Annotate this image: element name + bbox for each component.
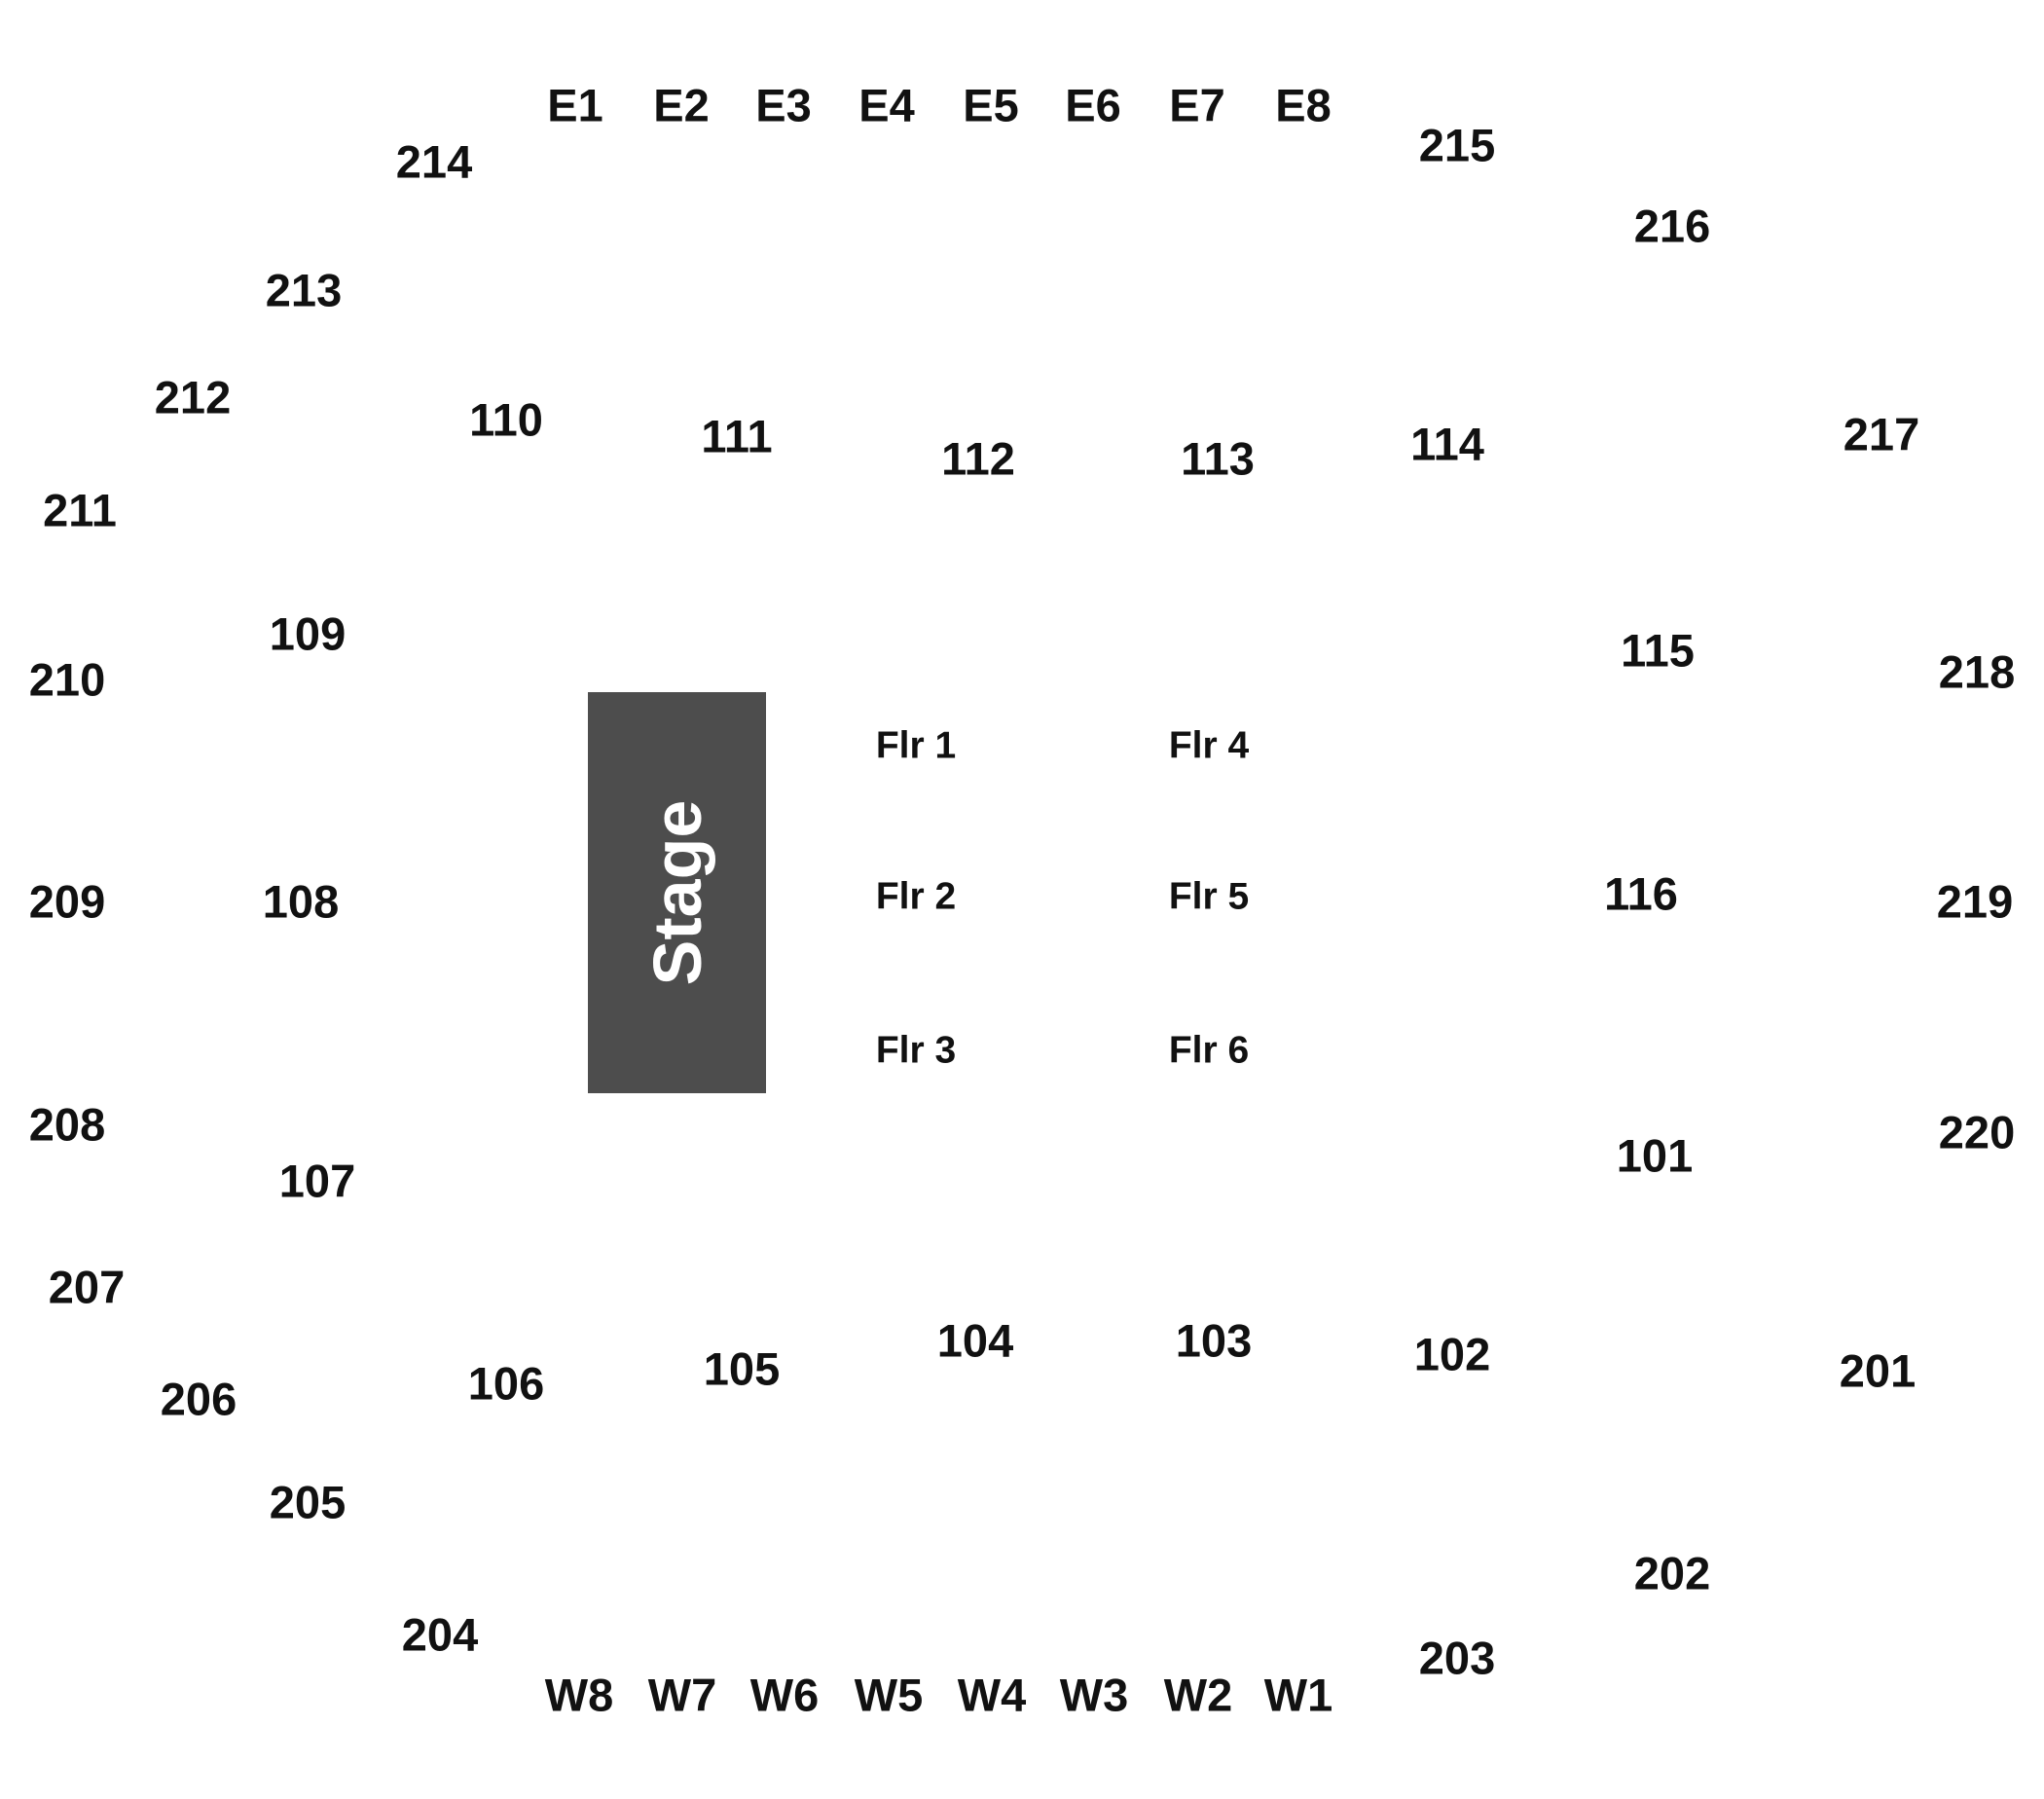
section-110[interactable]: 110: [469, 393, 543, 446]
section-112[interactable]: 112: [941, 432, 1015, 485]
section-217[interactable]: 217: [1843, 408, 1920, 460]
section-w8[interactable]: W8: [544, 1669, 614, 1721]
section-210[interactable]: 210: [28, 653, 106, 706]
section-214[interactable]: 214: [395, 135, 473, 188]
section-e7[interactable]: E7: [1169, 79, 1225, 131]
section-e1[interactable]: E1: [547, 79, 603, 131]
section-219[interactable]: 219: [1936, 875, 2014, 928]
section-w3[interactable]: W3: [1059, 1669, 1129, 1721]
section-w4[interactable]: W4: [957, 1669, 1027, 1721]
section-103[interactable]: 103: [1175, 1314, 1253, 1367]
section-215[interactable]: 215: [1418, 119, 1496, 171]
section-213[interactable]: 213: [265, 264, 343, 316]
section-101[interactable]: 101: [1616, 1129, 1694, 1182]
section-220[interactable]: 220: [1938, 1106, 2016, 1158]
section-w5[interactable]: W5: [854, 1669, 924, 1721]
section-202[interactable]: 202: [1633, 1547, 1711, 1599]
section-203[interactable]: 203: [1418, 1632, 1496, 1684]
section-e5[interactable]: E5: [963, 79, 1019, 131]
section-216[interactable]: 216: [1633, 200, 1711, 252]
section-e8[interactable]: E8: [1275, 79, 1332, 131]
section-w2[interactable]: W2: [1163, 1669, 1233, 1721]
section-114[interactable]: 114: [1410, 418, 1484, 470]
floor-section-1[interactable]: Flr 1: [875, 724, 957, 767]
section-w1[interactable]: W1: [1263, 1669, 1333, 1721]
section-105[interactable]: 105: [703, 1342, 781, 1395]
floor-section-4[interactable]: Flr 4: [1168, 724, 1250, 767]
stage-label: Stage: [639, 799, 715, 986]
section-e6[interactable]: E6: [1065, 79, 1121, 131]
section-102[interactable]: 102: [1413, 1328, 1491, 1380]
section-109[interactable]: 109: [269, 607, 347, 660]
section-e4[interactable]: E4: [858, 79, 915, 131]
section-w7[interactable]: W7: [647, 1669, 717, 1721]
section-204[interactable]: 204: [401, 1608, 479, 1661]
floor-section-2[interactable]: Flr 2: [875, 875, 957, 918]
section-212[interactable]: 212: [154, 371, 232, 423]
section-207[interactable]: 207: [48, 1261, 126, 1313]
floor-section-3[interactable]: Flr 3: [875, 1029, 957, 1072]
section-201[interactable]: 201: [1839, 1344, 1916, 1397]
section-e3[interactable]: E3: [755, 79, 812, 131]
section-209[interactable]: 209: [28, 875, 106, 928]
section-106[interactable]: 106: [467, 1357, 545, 1410]
floor-section-6[interactable]: Flr 6: [1168, 1029, 1250, 1072]
section-e2[interactable]: E2: [653, 79, 710, 131]
section-218[interactable]: 218: [1938, 645, 2016, 698]
floor-section-5[interactable]: Flr 5: [1168, 875, 1250, 918]
section-111[interactable]: 111: [701, 410, 773, 462]
section-108[interactable]: 108: [262, 875, 340, 928]
section-107[interactable]: 107: [278, 1155, 356, 1207]
stage[interactable]: Stage: [588, 692, 766, 1093]
section-208[interactable]: 208: [28, 1098, 106, 1151]
section-113[interactable]: 113: [1181, 432, 1255, 485]
section-116[interactable]: 116: [1604, 867, 1678, 920]
section-206[interactable]: 206: [160, 1373, 237, 1425]
section-211[interactable]: 211: [43, 484, 117, 536]
section-104[interactable]: 104: [936, 1314, 1014, 1367]
section-205[interactable]: 205: [269, 1476, 347, 1528]
section-w6[interactable]: W6: [749, 1669, 820, 1721]
section-115[interactable]: 115: [1621, 624, 1695, 677]
